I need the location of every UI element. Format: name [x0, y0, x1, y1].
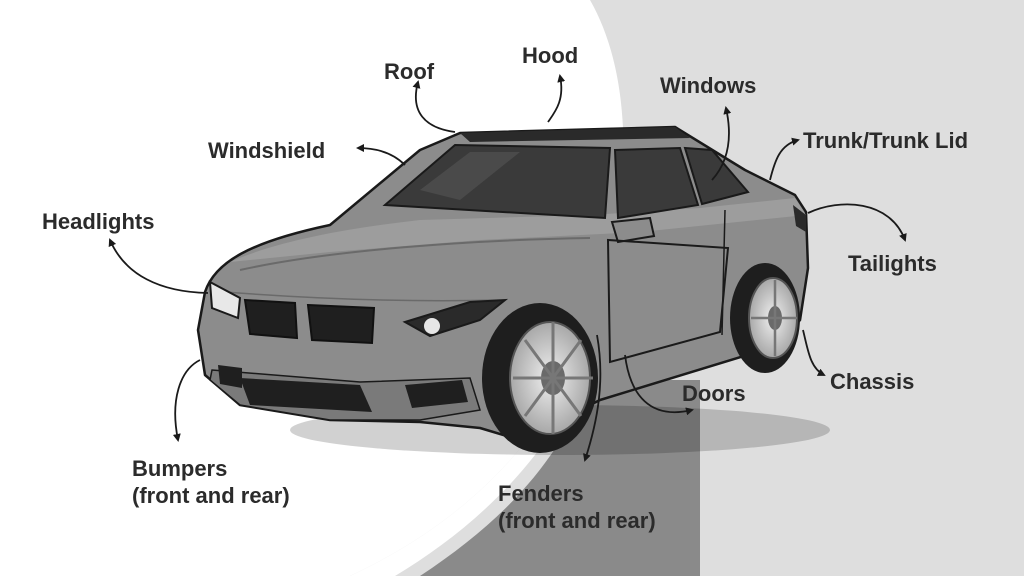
label-fenders-line1: Fenders: [498, 481, 584, 506]
front-wheel: [482, 303, 598, 453]
arrow-windshield: [356, 144, 406, 166]
arrow-chassis: [802, 329, 826, 376]
label-windows: Windows: [660, 73, 757, 98]
label-fenders-line2: (front and rear): [498, 508, 656, 533]
arrow-trunk: [769, 137, 800, 181]
arrow-headlights: [108, 238, 209, 294]
lower-grille: [240, 378, 372, 412]
kidney-grille-left: [243, 298, 299, 340]
label-hood: Hood: [522, 43, 579, 68]
label-headlights: Headlights: [42, 209, 155, 234]
label-windshield: Windshield: [208, 138, 326, 163]
label-roof: Roof: [384, 59, 435, 84]
kidney-grille-right: [306, 303, 376, 345]
arrow-windows: [711, 106, 732, 181]
arrow-tailights: [807, 203, 907, 242]
windshield-glass: [382, 143, 612, 220]
arrow-bumpers: [172, 359, 201, 442]
label-trunk: Trunk/Trunk Lid: [803, 128, 969, 153]
headlight-left: [208, 280, 242, 320]
side-mirror: [610, 216, 656, 244]
side-window-rear: [683, 146, 750, 206]
rear-wheel: [730, 263, 800, 373]
label-fenders: Fenders (front and rear): [498, 480, 656, 534]
arrow-doors: [624, 354, 694, 416]
arrow-hood: [547, 74, 566, 123]
label-chassis: Chassis: [830, 369, 915, 394]
taillight: [793, 205, 806, 232]
road-curve: [420, 380, 700, 576]
arrow-fenders: [583, 334, 602, 462]
label-bumpers: Bumpers (front and rear): [132, 455, 290, 509]
label-doors: Doors: [682, 381, 746, 406]
label-tailights: Tailights: [848, 251, 937, 276]
label-bumpers-line1: Bumpers: [132, 456, 228, 481]
label-bumpers-line2: (front and rear): [132, 483, 290, 508]
arrow-roof: [412, 80, 456, 133]
leader-arrows: [108, 74, 907, 462]
side-window-front: [613, 146, 700, 220]
